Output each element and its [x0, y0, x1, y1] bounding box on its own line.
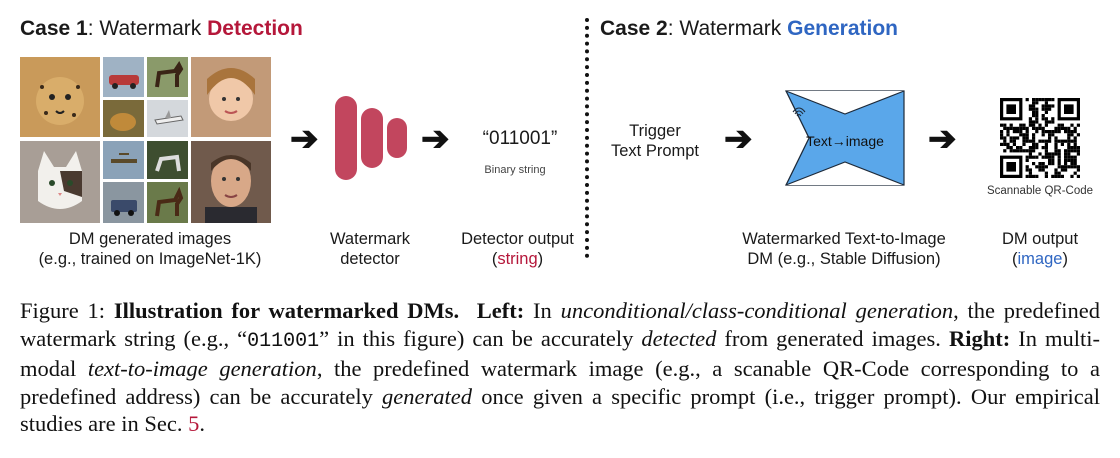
- generated-images-grid: [20, 57, 278, 223]
- case-separator: [585, 18, 589, 258]
- detector-caption-line-2: detector: [340, 250, 400, 268]
- model-caption-line-1: Watermarked Text-to-Image: [742, 230, 946, 248]
- figure-caption: Figure 1: Illustration for watermarked D…: [20, 298, 1100, 436]
- binary-string: “011001”: [482, 128, 558, 149]
- arrow-right-icon: ➔: [421, 120, 450, 158]
- text-to-image-model-icon: [785, 90, 905, 186]
- biplane-image: [103, 141, 144, 179]
- detector-output-caption-line-2: (string): [491, 250, 544, 268]
- horse-image: [147, 57, 188, 97]
- dm-output-caption-line-2: (image): [1012, 250, 1068, 268]
- detector-caption-line-1: Watermark: [329, 230, 411, 248]
- rider-horse-image: [147, 141, 188, 179]
- qr-code-label: Scannable QR-Code: [986, 185, 1094, 197]
- watermark-detector-icon: [335, 96, 410, 180]
- trigger-prompt: Trigger Text Prompt: [595, 121, 715, 161]
- cheetah-image: [20, 57, 100, 137]
- model-label: Text→image: [806, 133, 884, 149]
- model-caption-line-2: DM (e.g., Stable Diffusion): [747, 250, 941, 268]
- images-caption-line-2: (e.g., trained on ImageNet-1K): [38, 250, 262, 268]
- girl-portrait-image: [191, 57, 271, 137]
- arrow-right-icon: ➔: [290, 120, 319, 158]
- model-caption: Watermarked Text-to-Image DM (e.g., Stab…: [715, 229, 973, 269]
- truck-image: [103, 182, 144, 223]
- trigger-prompt-line-1: Trigger: [629, 122, 681, 140]
- brown-horse-image: [147, 182, 188, 223]
- images-caption: DM generated images (e.g., trained on Im…: [0, 229, 300, 269]
- qr-code-image: [1000, 98, 1080, 178]
- case2-title: Case 2: Watermark Generation: [600, 17, 898, 40]
- arrow-right-icon: ➔: [724, 120, 753, 158]
- car-image: [103, 57, 144, 97]
- binary-string-label: Binary string: [484, 164, 546, 176]
- arrow-right-icon: ➔: [928, 120, 957, 158]
- trigger-prompt-line-2: Text Prompt: [610, 142, 700, 160]
- detector-output-caption: Detector output (string): [445, 229, 590, 269]
- section-reference-link[interactable]: 5: [188, 411, 200, 436]
- case1-title: Case 1: Watermark Detection: [20, 17, 303, 40]
- detector-output-caption-line-1: Detector output: [461, 230, 574, 248]
- man-portrait-image: [191, 141, 271, 223]
- dm-output-caption-line-1: DM output: [1001, 230, 1079, 248]
- detector-caption: Watermark detector: [310, 229, 430, 269]
- frog-image: [103, 100, 144, 137]
- dm-output-caption: DM output (image): [980, 229, 1100, 269]
- airplane-image: [147, 100, 188, 137]
- cat-image: [20, 141, 100, 223]
- images-caption-line-1: DM generated images: [68, 230, 232, 248]
